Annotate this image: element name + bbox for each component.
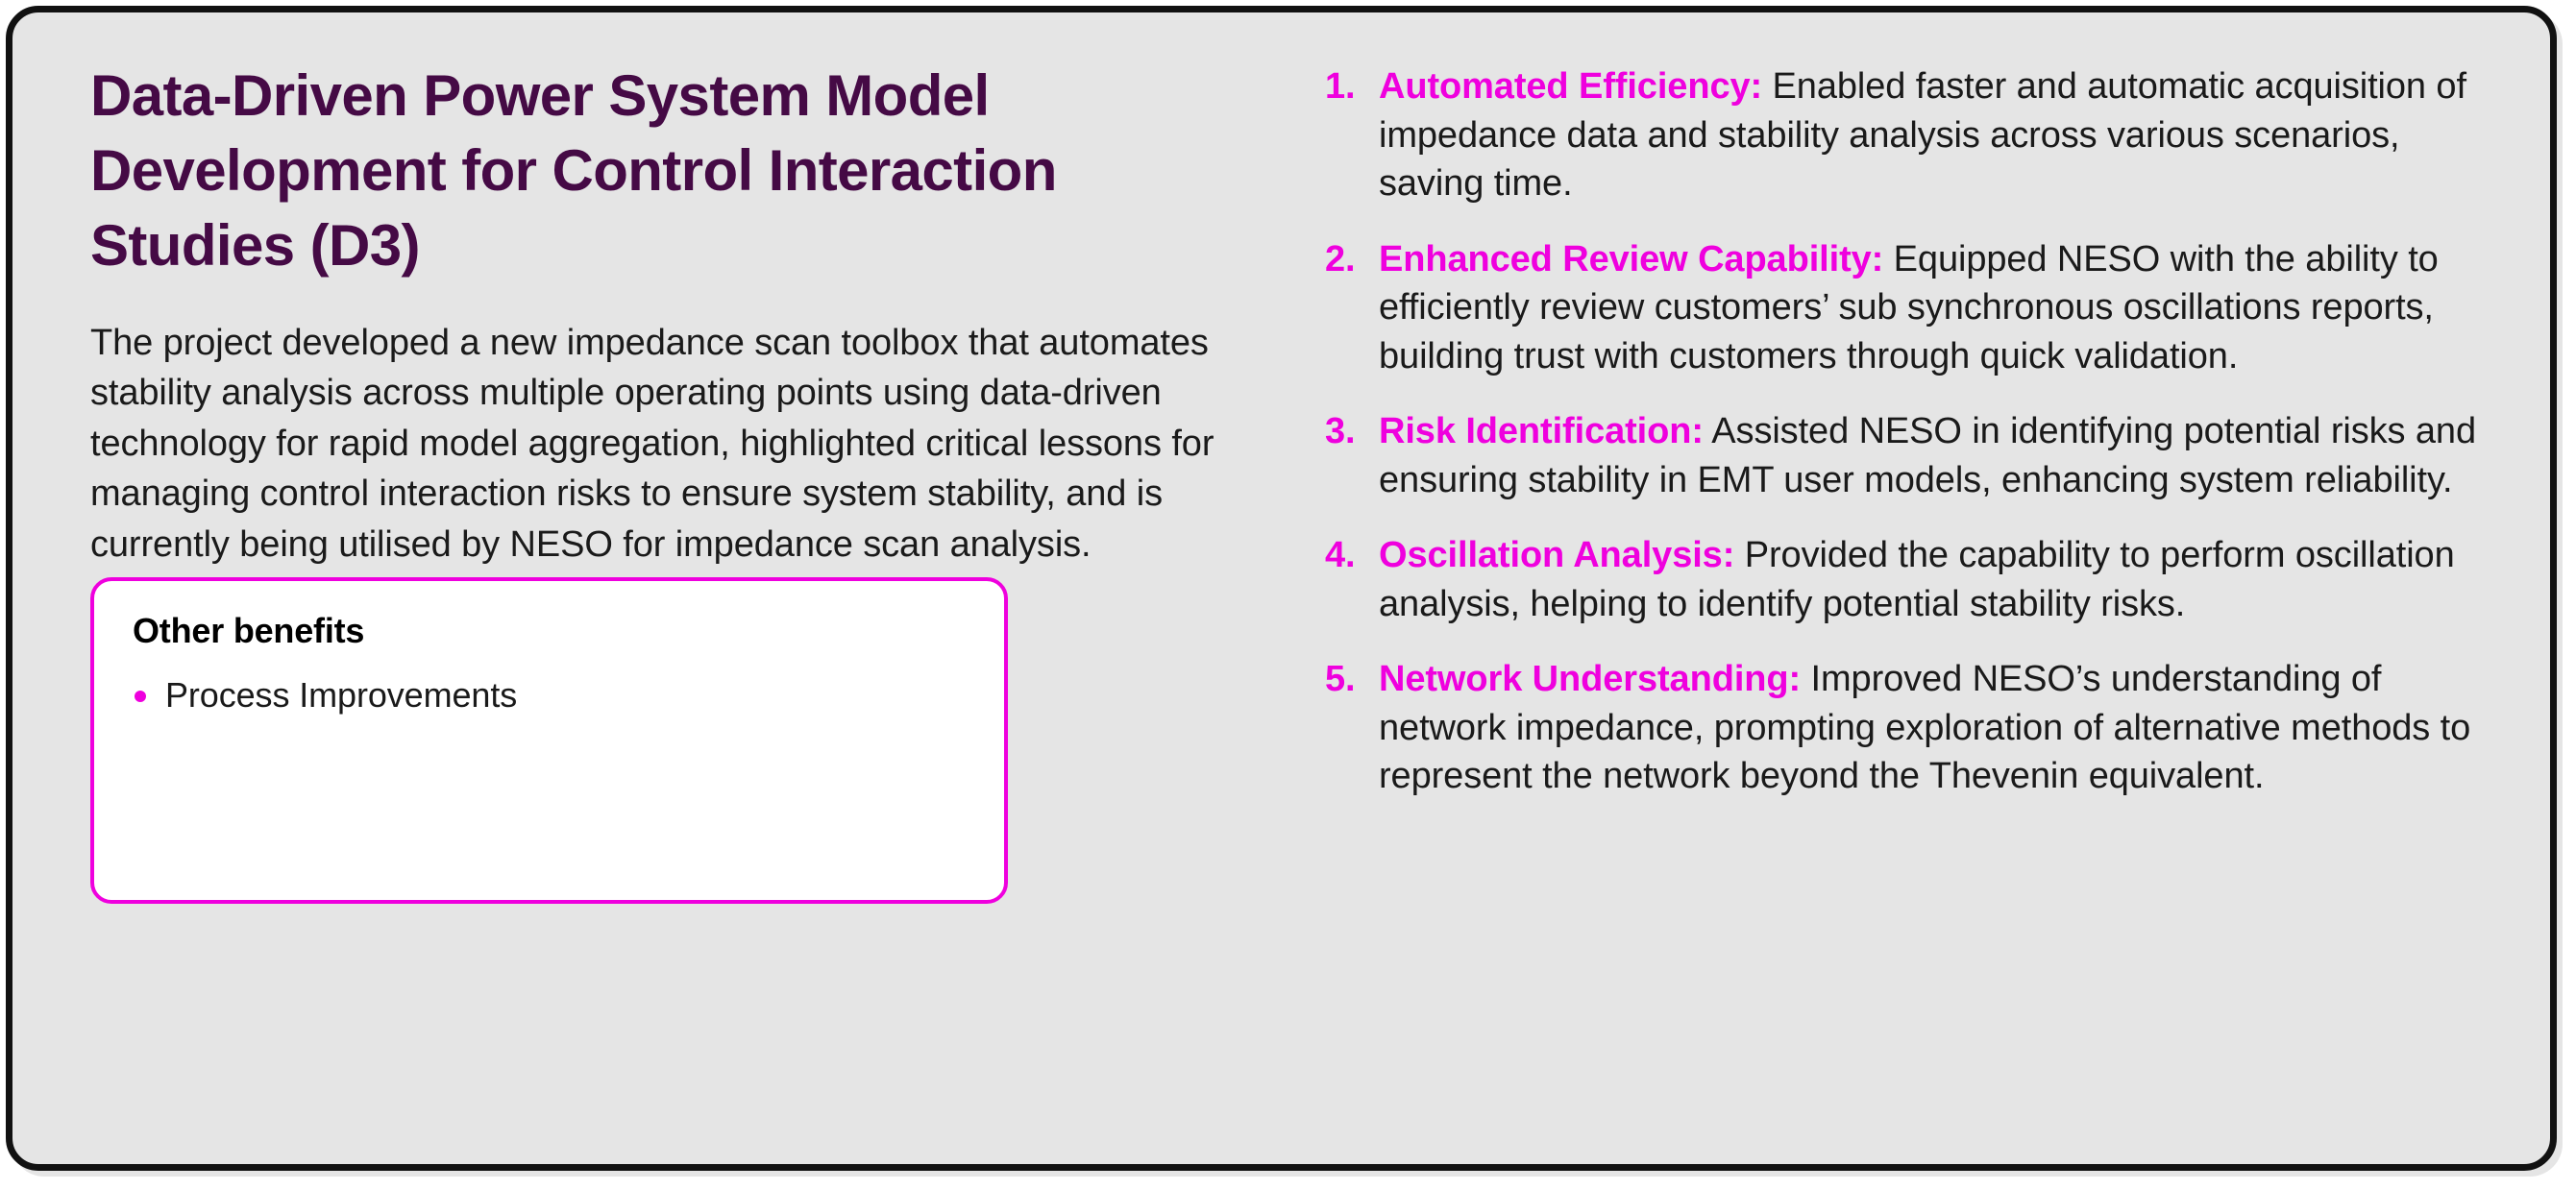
other-benefits-list: Process Improvements <box>133 672 968 719</box>
outcome-number: 2. <box>1325 238 1356 279</box>
outcome-lead-label: Enhanced Review Capability: <box>1379 238 1884 279</box>
list-item: 1. Automated Efficiency: Enabled faster … <box>1325 62 2497 208</box>
outcome-lead-label: Oscillation Analysis: <box>1379 535 1735 576</box>
other-benefits-item-label: Process Improvements <box>165 675 518 716</box>
outcome-number: 3. <box>1325 411 1356 452</box>
list-item: 4. Oscillation Analysis: Provided the ca… <box>1325 531 2497 628</box>
outcome-lead-label: Automated Efficiency: <box>1379 66 1763 107</box>
slide-frame: Data-Driven Power System Model Developme… <box>6 6 2557 1171</box>
page-title: Data-Driven Power System Model Developme… <box>90 63 1057 278</box>
right-column: 1. Automated Efficiency: Enabled faster … <box>1325 62 2497 801</box>
outcome-number: 5. <box>1325 659 1356 700</box>
list-item: 3. Risk Identification: Assisted NESO in… <box>1325 407 2497 504</box>
outcome-lead-label: Network Understanding: <box>1379 659 1802 700</box>
outcome-body-text: Improved NESO’s understanding of network… <box>1379 659 2471 797</box>
outcome-number: 1. <box>1325 66 1356 107</box>
list-item: Process Improvements <box>133 672 968 719</box>
outcome-body-text: Equipped NESO with the ability to effici… <box>1379 238 2439 376</box>
slide-columns: Data-Driven Power System Model Developme… <box>12 12 2550 1164</box>
list-item: 5. Network Understanding: Improved NESO’… <box>1325 655 2497 801</box>
outcome-body-text: Provided the capability to perform oscil… <box>1379 535 2455 624</box>
left-column: Data-Driven Power System Model Developme… <box>90 59 1253 570</box>
other-benefits-heading: Other benefits <box>133 611 365 650</box>
project-summary-text: The project developed a new impedance sc… <box>90 323 1214 565</box>
outcome-lead-label: Risk Identification: <box>1379 411 1704 452</box>
bullet-dot-icon <box>135 691 146 703</box>
list-item: 2. Enhanced Review Capability: Equipped … <box>1325 235 2497 381</box>
outcome-number: 4. <box>1325 535 1356 576</box>
other-benefits-panel: Other benefits Process Improvements <box>90 577 1008 904</box>
outcome-body-text: Assisted NESO in identifying potential r… <box>1379 411 2477 500</box>
outcome-body-text: Enabled faster and automatic acquisition… <box>1379 66 2466 205</box>
project-outcomes-list: 1. Automated Efficiency: Enabled faster … <box>1325 62 2497 801</box>
